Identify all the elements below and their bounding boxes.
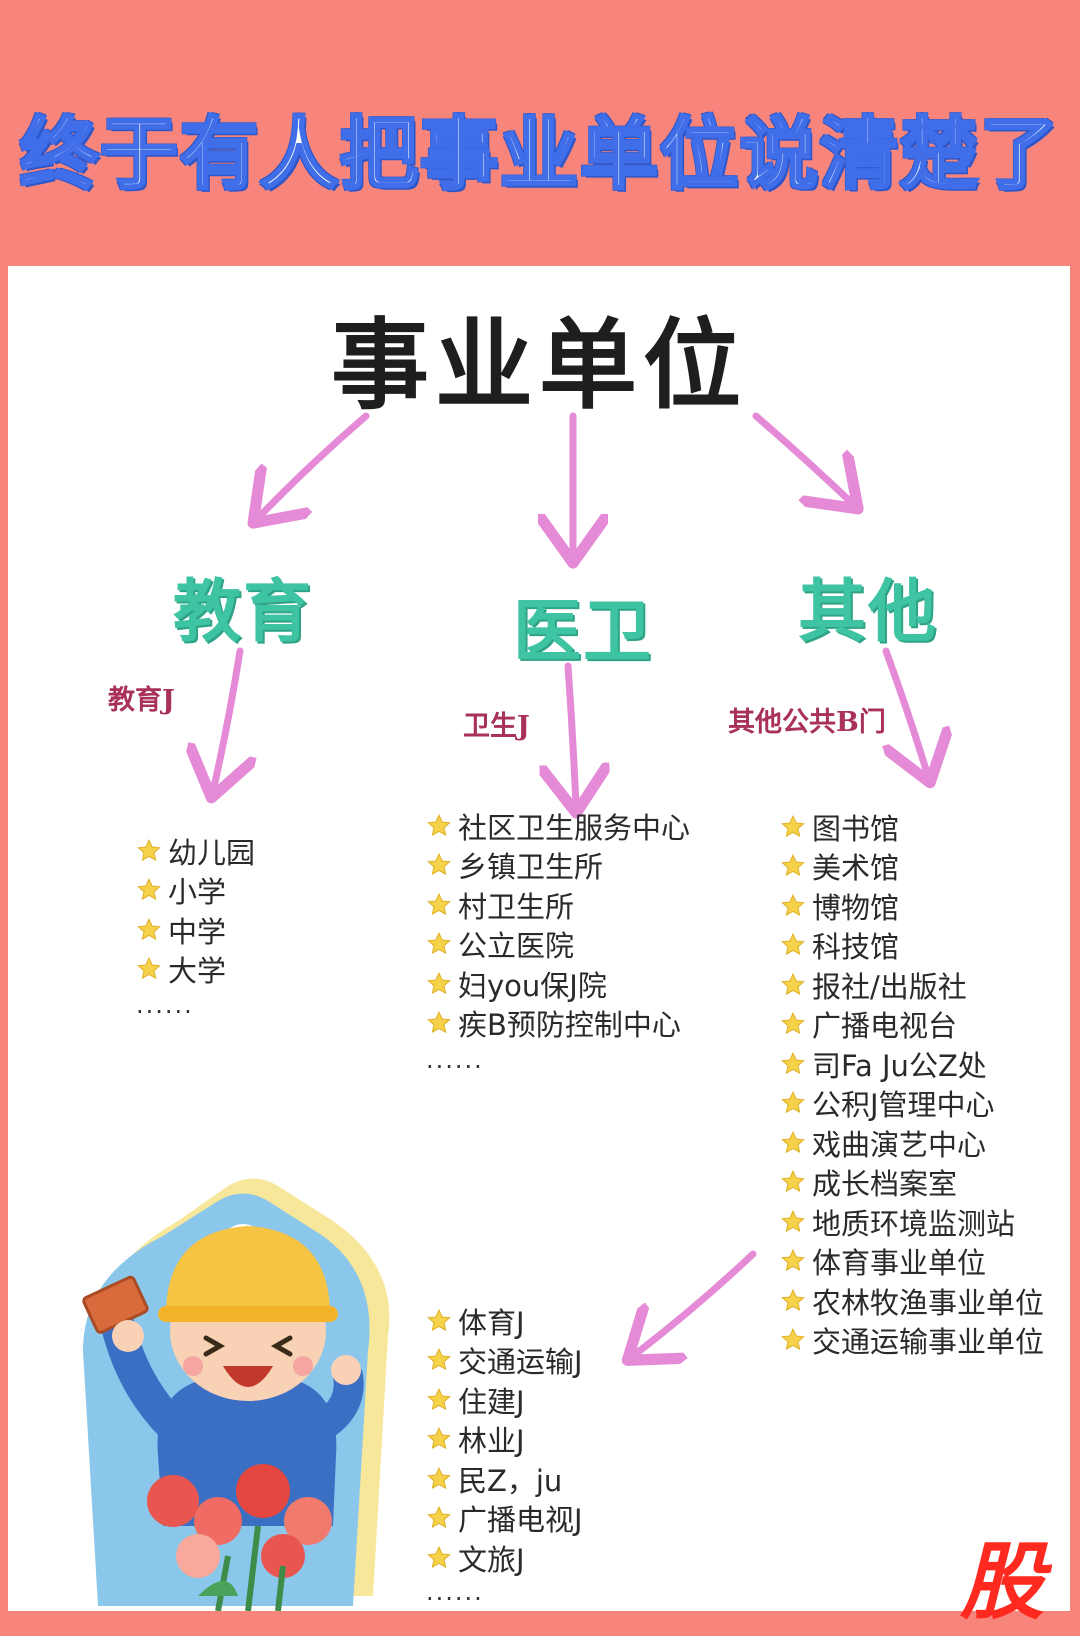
list-item: 科技馆 (780, 926, 1044, 966)
star-icon (137, 957, 161, 980)
star-icon (137, 878, 161, 901)
arrow-root-to-other (752, 412, 853, 504)
category-other: 其他 (798, 573, 939, 652)
star-icon (427, 1011, 451, 1034)
list-item: 司Fa Ju公Z处 (780, 1044, 1044, 1084)
list-item: 报社/出版社 (780, 965, 1044, 1005)
list-item: 住建J (426, 1380, 583, 1420)
sub-label-other: 其他公共B门 (728, 707, 886, 738)
list-item: 广播电视台 (780, 1005, 1044, 1045)
star-icon (781, 1209, 805, 1232)
list-item: 公积J管理中心 (780, 1084, 1044, 1124)
list-item: 林业J (426, 1420, 583, 1460)
star-icon (427, 1427, 451, 1450)
list-item: 疾B预防控制中心 (426, 1004, 690, 1044)
list-item: 小学 (136, 871, 255, 911)
list-item: 村卫生所 (426, 885, 690, 925)
category-medical: 医卫 (513, 593, 654, 672)
star-icon (427, 1387, 451, 1410)
list-item: 幼儿园 (136, 831, 255, 871)
star-icon (781, 854, 805, 877)
star-icon (781, 1249, 805, 1272)
star-icon (781, 893, 805, 916)
star-icon (781, 1288, 805, 1311)
diagram-card: 事业单位 教育 教育J 幼儿园 小学 中学 大学 ...... 医卫 卫生J 社… (8, 266, 1070, 1611)
star-icon (427, 813, 451, 836)
brand-logo: 股 (960, 1533, 1045, 1631)
medical-list: 社区卫生服务中心 乡镇卫生所 村卫生所 公立医院 妇you保J院 疾B预防控制中… (426, 806, 690, 1043)
list-item: 文旅J (426, 1538, 583, 1578)
root-node: 事业单位 (330, 308, 747, 423)
arrows-layer (8, 412, 1070, 1611)
education-list: 幼儿园 小学 中学 大学 (136, 831, 255, 989)
other-list: 图书馆 美术馆 博物馆 科技馆 报社/出版社 广播电视台 司Fa Ju公Z处 公… (780, 807, 1044, 1360)
other-more: ...... (426, 1578, 484, 1606)
star-icon (427, 1506, 451, 1529)
category-education: 教育 (173, 573, 314, 652)
arrow-other-to-more (633, 1250, 757, 1356)
worker-cartoon-icon (82, 1178, 390, 1611)
list-item: 交通运输J (426, 1341, 583, 1381)
list-item: 图书馆 (780, 807, 1044, 847)
arrow-root-to-education (258, 412, 370, 518)
list-item: 妇you保J院 (426, 964, 690, 1004)
list-item: 广播电视J (426, 1499, 583, 1539)
list-item: 成长档案室 (780, 1163, 1044, 1203)
header-title: 终于有人把事业单位说清楚了 (18, 109, 1060, 202)
star-icon (781, 1328, 805, 1351)
list-item: 乡镇卫生所 (426, 846, 690, 886)
list-item: 民Z，ju (426, 1459, 583, 1499)
other-more-list: 体育J 交通运输J 住建J 林业J 民Z，ju 广播电视J 文旅J (426, 1301, 583, 1578)
list-item: 大学 (136, 950, 255, 990)
list-item: 戏曲演艺中心 (780, 1123, 1044, 1163)
star-icon (427, 1466, 451, 1489)
star-icon (427, 971, 451, 994)
star-icon (781, 1170, 805, 1193)
star-icon (781, 1130, 805, 1153)
list-item: 美术馆 (780, 847, 1044, 887)
star-icon (781, 814, 805, 837)
list-item: 地质环境监测站 (780, 1202, 1044, 1242)
star-icon (781, 1012, 805, 1035)
list-item: 中学 (136, 910, 255, 950)
star-icon (427, 1545, 451, 1568)
star-icon (781, 1091, 805, 1114)
star-icon (781, 933, 805, 956)
star-icon (137, 838, 161, 861)
star-icon (427, 932, 451, 955)
list-item: 公立医院 (426, 925, 690, 965)
star-icon (781, 972, 805, 995)
star-icon (781, 1051, 805, 1074)
medical-more: ...... (426, 1046, 484, 1074)
sub-label-medical: 卫生J (463, 711, 530, 742)
star-icon (137, 917, 161, 940)
arrow-medical-to-list (568, 662, 576, 806)
star-icon (427, 1308, 451, 1331)
education-more: ...... (136, 991, 194, 1019)
list-item: 农林牧渔事业单位 (780, 1281, 1044, 1321)
arrow-other-to-list (886, 647, 928, 776)
list-item: 交通运输事业单位 (780, 1321, 1044, 1361)
list-item: 体育J (426, 1301, 583, 1341)
star-icon (427, 1348, 451, 1371)
list-item: 社区卫生服务中心 (426, 806, 690, 846)
sub-label-education: 教育J (108, 685, 175, 716)
list-item: 博物馆 (780, 886, 1044, 926)
star-icon (427, 853, 451, 876)
list-item: 体育事业单位 (780, 1242, 1044, 1282)
arrow-education-to-list (213, 647, 240, 791)
star-icon (427, 892, 451, 915)
